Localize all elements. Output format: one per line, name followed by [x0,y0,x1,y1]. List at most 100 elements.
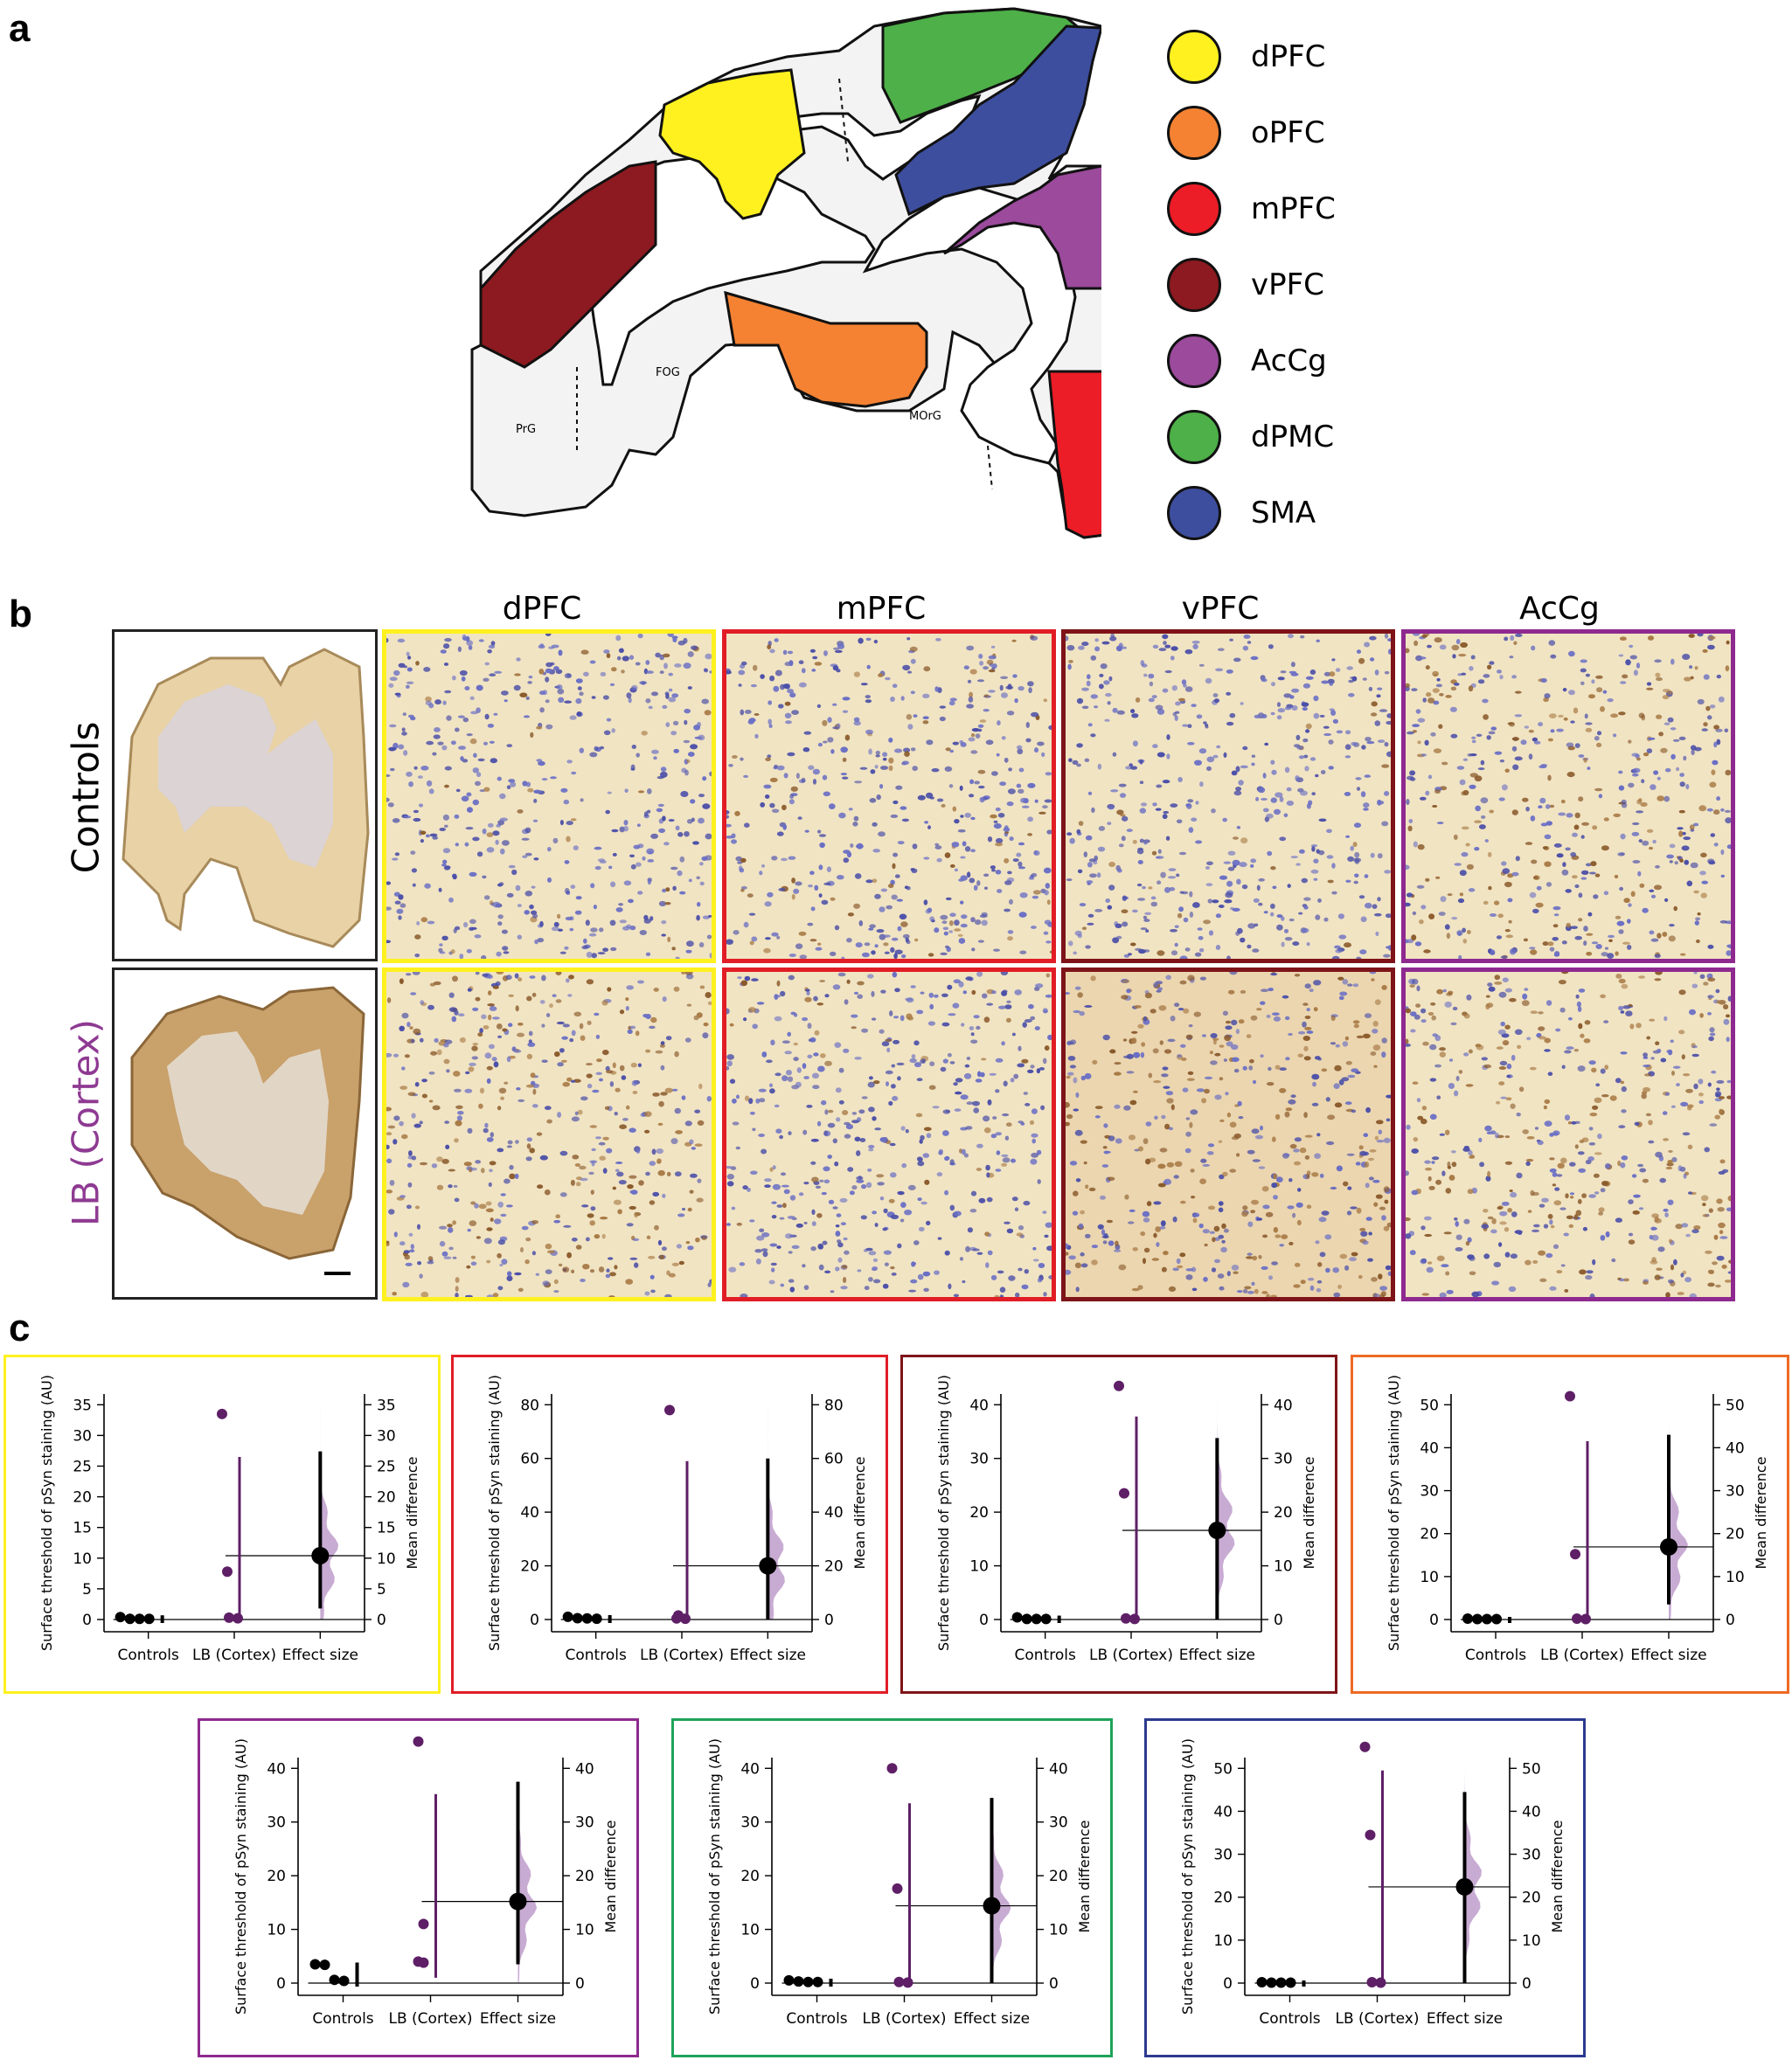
y-tick-label: 10 [740,1922,760,1939]
y-tick-label: 0 [1429,1612,1439,1629]
controls-point [1275,1977,1287,1988]
controls-point [802,1976,814,1987]
lb-point [418,1957,429,1968]
y-tick-label: 30 [267,1814,286,1832]
y-tick-label: 20 [969,1504,989,1522]
y-tick-label: 60 [520,1451,539,1468]
y-axis-right-label: Mean difference [1753,1457,1769,1570]
y-tick-label: 40 [1213,1803,1233,1821]
y-right-tick-label: 60 [824,1451,844,1468]
controls-point [1021,1613,1032,1625]
micrograph-lb-dpfc [382,968,716,1301]
bootstrap-distribution [320,1405,339,1620]
section-thumbnail-lb [112,968,378,1300]
controls-point [329,1974,340,1986]
region-mpfc [1047,370,1101,539]
y-tick-label: 80 [520,1397,539,1414]
y-right-tick-label: 20 [1522,1890,1541,1907]
y-tick-label: 0 [979,1612,989,1629]
legend-swatch [1167,334,1221,388]
controls-point [124,1613,135,1625]
y-axis-label: Surface threshold of pSyn staining (AU) [1386,1375,1402,1651]
y-right-tick-label: 20 [1049,1868,1068,1885]
region-opfc [724,290,928,408]
x-tick-label: Effect size [282,1647,358,1664]
controls-point [1491,1613,1502,1625]
micrograph-lb-acacg [1401,968,1735,1301]
controls-point [143,1613,155,1625]
lb-point [1119,1488,1129,1499]
y-right-tick-label: 30 [1726,1483,1745,1501]
brain-section-diagram: PrG FOG MOrG [470,7,1101,539]
column-title-vpfc: vPFC [1181,591,1260,627]
x-tick-label: LB (Cortex) [389,2010,473,2028]
y-axis-right-label: Mean difference [1301,1457,1317,1570]
y-right-tick-label: 30 [1522,1847,1541,1864]
panel-b-letter: b [9,593,32,635]
legend-swatch [1167,106,1221,160]
controls-point [134,1613,145,1625]
y-tick-label: 40 [1420,1439,1439,1457]
scale-bar [324,1272,351,1275]
effect-mean-point [1455,1877,1474,1896]
y-right-tick-label: 20 [1274,1504,1293,1522]
y-tick-label: 10 [1213,1932,1233,1950]
legend-swatch [1167,182,1221,236]
region-dpfc [658,68,806,220]
lb-point [671,1613,682,1624]
y-right-tick-label: 40 [1726,1439,1745,1457]
legend-item-vpfc: vPFC [1167,254,1324,316]
y-right-tick-label: 10 [1049,1922,1068,1939]
y-axis-right-label: Mean difference [1549,1821,1566,1933]
legend-swatch [1167,486,1221,540]
legend-label: vPFC [1251,267,1324,302]
y-axis-right-label: Mean difference [602,1821,619,1933]
y-axis-right-label: Mean difference [851,1457,868,1570]
lb-point [902,1977,913,1988]
lb-point [680,1613,691,1625]
controls-point [1011,1612,1023,1623]
y-right-tick-label: 30 [1049,1814,1068,1832]
y-tick-label: 40 [969,1397,989,1414]
micrograph-controls-dpfc [382,629,716,963]
y-right-tick-label: 80 [824,1397,844,1414]
bootstrap-distribution [991,1768,1011,1983]
y-right-tick-label: 15 [377,1520,396,1537]
controls-point [1256,1977,1268,1988]
x-tick-label: Controls [118,1647,179,1664]
y-tick-label: 5 [82,1581,92,1599]
y-right-tick-label: 30 [575,1814,594,1832]
legend-label: mPFC [1251,191,1336,226]
lb-point [233,1613,243,1624]
y-axis-label: Surface threshold of pSyn staining (AU) [1179,1738,1196,2015]
x-tick-label: Controls [786,2010,847,2028]
panel-a-letter: a [9,7,31,50]
section-thumbnail-controls [112,629,378,961]
y-right-tick-label: 0 [575,1975,585,1993]
y-tick-label: 0 [750,1975,760,1993]
y-right-tick-label: 50 [1522,1760,1541,1778]
controls-point [1040,1613,1052,1625]
x-tick-label: Effect size [1179,1647,1255,1664]
x-tick-label: Controls [1465,1647,1526,1664]
y-tick-label: 30 [1420,1483,1439,1501]
y-right-tick-label: 20 [377,1489,396,1507]
y-axis-right-label: Mean difference [404,1457,420,1570]
lb-point [886,1763,898,1774]
y-right-tick-label: 5 [377,1581,386,1599]
y-tick-label: 0 [82,1612,92,1629]
y-tick-label: 20 [73,1489,92,1507]
y-right-tick-label: 0 [824,1612,834,1629]
controls-point [1482,1613,1492,1625]
controls-point [572,1613,583,1624]
controls-point [591,1613,602,1625]
lb-point [1375,1977,1386,1988]
y-tick-label: 25 [73,1458,92,1475]
lb-point [217,1408,227,1419]
x-tick-label: Effect size [1630,1647,1706,1664]
lb-point [1365,1829,1376,1841]
controls-point [1031,1613,1042,1625]
